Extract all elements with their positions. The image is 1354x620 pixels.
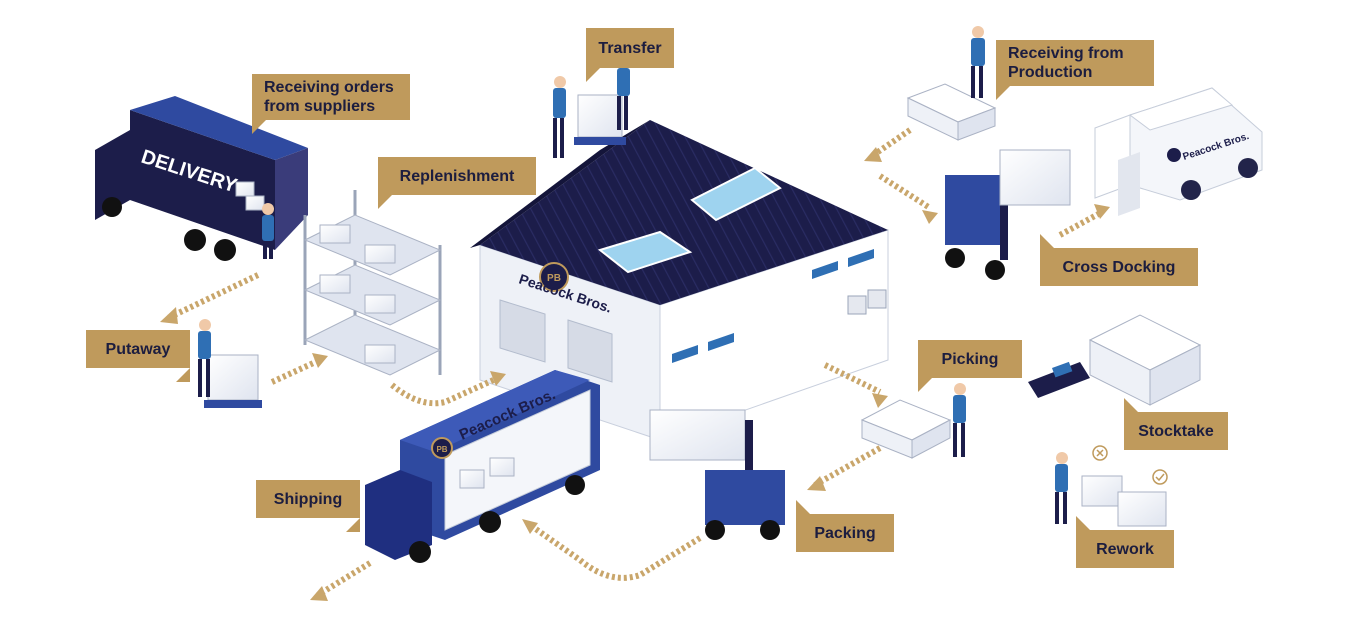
peacock-van: Peacock Bros. [1095,88,1262,216]
pallet-stocktake [1090,315,1200,405]
label-putaway: Putaway [86,330,190,368]
barcode-scanner [1028,362,1090,398]
approve-icon [1153,470,1167,484]
pallet-putaway [204,355,262,408]
label-cross-docking: Cross Docking [1040,248,1198,286]
svg-text:PB: PB [436,445,447,454]
label-tail [996,86,1010,100]
label-shipping: Shipping [256,480,360,518]
pallet-picking [862,400,950,458]
delivery-truck: DELIVERY [95,96,308,261]
rework-text: Rework [1096,540,1154,559]
label-picking: Picking [918,340,1022,378]
label-receiving-orders: Receiving orders from suppliers [252,74,410,120]
label-tail [346,518,360,532]
packing-text: Packing [814,524,875,543]
label-tail [378,195,392,209]
label-stocktake: Stocktake [1124,412,1228,450]
receiving-orders-text: Receiving orders from suppliers [264,78,394,116]
label-packing: Packing [796,514,894,552]
label-replenishment: Replenishment [378,157,536,195]
label-tail [796,500,810,514]
label-tail [252,120,266,134]
receiving-production-text: Receiving from Production [1008,44,1124,82]
label-tail [1040,234,1054,248]
label-tail [586,68,600,82]
label-tail [918,378,932,392]
stocktake-text: Stocktake [1138,422,1214,441]
label-tail [1124,398,1138,412]
forklift-packing [650,410,785,540]
label-tail [1076,516,1090,530]
rework-boxes [1082,476,1166,526]
label-transfer: Transfer [586,28,674,68]
reject-icon [1093,446,1107,460]
transfer-text: Transfer [598,39,661,58]
label-receiving-production: Receiving from Production [996,40,1154,86]
label-rework: Rework [1076,530,1174,568]
putaway-text: Putaway [106,340,171,359]
storage-racking [305,190,440,375]
shipping-text: Shipping [274,490,342,509]
replenishment-text: Replenishment [400,167,515,186]
cross-docking-text: Cross Docking [1063,258,1176,277]
picking-text: Picking [942,350,999,369]
label-tail [176,368,190,382]
shipping-truck: PB Peacock Bros. [365,370,600,563]
